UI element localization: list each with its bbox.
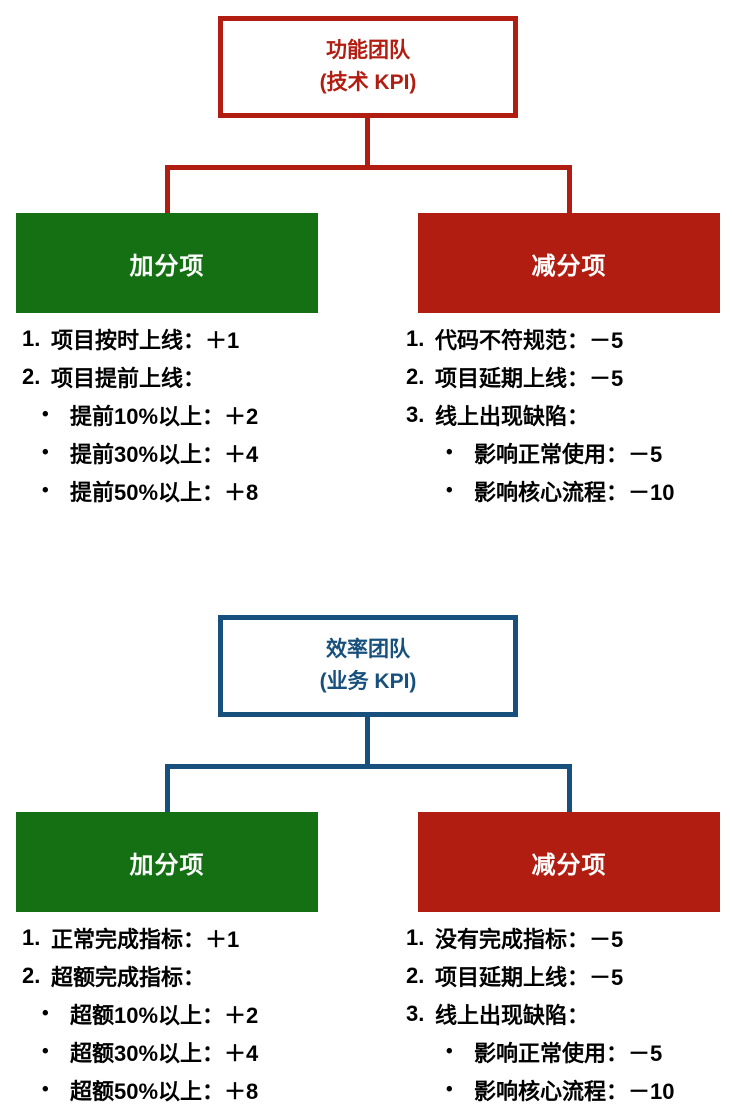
item-text: 影响核心流程：－10 [474,1079,675,1104]
root-title-line1: 功能团队 [326,39,410,62]
bullet-icon: • [446,1079,453,1100]
item-number: 2. [406,364,425,389]
item-text: 提前30%以上：＋4 [70,442,259,467]
bullet-icon: • [42,480,49,501]
item-text: 项目提前上线： [51,366,206,391]
list-item: 2. 项目延期上线：－5 [400,957,732,995]
list-item: 3. 线上出现缺陷： [400,995,732,1033]
list-item: 2. 项目延期上线：－5 [400,358,732,396]
list-item: • 提前30%以上：＋4 [16,434,384,472]
connector-horizontal-bar [165,764,572,769]
bullet-icon: • [42,1079,49,1100]
item-text: 项目按时上线：＋1 [51,328,240,353]
item-text: 项目延期上线：－5 [435,965,624,990]
list-item: • 影响核心流程：－10 [400,472,732,510]
bullet-icon: • [42,404,49,425]
connector-left-drop [165,764,170,812]
root-title-line2: (业务 KPI) [319,670,417,693]
connector-left-drop [165,165,170,213]
connector-horizontal-bar [165,165,572,170]
item-number: 1. [22,326,41,351]
list-item: • 超额50%以上：＋8 [16,1071,384,1104]
item-text: 影响正常使用：－5 [474,442,663,467]
list-item: 2. 项目提前上线： [16,358,384,396]
item-text: 正常完成指标：＋1 [51,927,240,952]
item-number: 1. [406,326,425,351]
list-item: • 影响正常使用：－5 [400,1033,732,1071]
list-item: • 超额30%以上：＋4 [16,1033,384,1071]
connector-root-stem [365,717,370,769]
list-item: • 影响核心流程：－10 [400,1071,732,1104]
item-number: 3. [406,402,425,427]
list-item: • 提前10%以上：＋2 [16,396,384,434]
penalty-node: 减分项 [418,812,720,912]
root-title-line2: (技术 KPI) [319,71,417,94]
item-number: 1. [22,925,41,950]
item-text: 超额完成指标： [51,965,206,990]
tech-team-root-node: 功能团队 (技术 KPI) [218,16,518,118]
list-item: • 超额10%以上：＋2 [16,995,384,1033]
item-text: 项目延期上线：－5 [435,366,624,391]
list-item: 2. 超额完成指标： [16,957,384,995]
item-text: 超额30%以上：＋4 [70,1041,259,1066]
penalty-list: 1. 代码不符规范：－5 2. 项目延期上线：－5 3. 线上出现缺陷： • 影响正常使用：－… [400,320,732,510]
list-item: 1. 项目按时上线：＋1 [16,320,384,358]
list-item: 1. 正常完成指标：＋1 [16,919,384,957]
bullet-icon: • [42,442,49,463]
penalty-list: 1. 没有完成指标：－5 2. 项目延期上线：－5 3. 线上出现缺陷： • 影响正常使用：－… [400,919,732,1104]
item-number: 2. [22,963,41,988]
item-number: 2. [22,364,41,389]
root-title-line1: 效率团队 [326,638,410,661]
connector-right-drop [567,165,572,213]
connector-right-drop [567,764,572,812]
list-item: • 影响正常使用：－5 [400,434,732,472]
list-item: 3. 线上出现缺陷： [400,396,732,434]
item-text: 没有完成指标：－5 [435,927,624,952]
bullet-icon: • [446,442,453,463]
item-number: 3. [406,1001,425,1026]
business-kpi-tree: 效率团队 (业务 KPI) 加分项 减分项 1. 正常完成指标：＋1 2. 超额完成指… [0,599,732,1104]
business-team-root-node: 效率团队 (业务 KPI) [218,615,518,717]
item-text: 超额10%以上：＋2 [70,1003,259,1028]
bullet-icon: • [446,1041,453,1062]
bonus-node: 加分项 [16,812,318,912]
list-item: • 提前50%以上：＋8 [16,472,384,510]
item-text: 线上出现缺陷： [435,404,590,429]
connector-root-stem [365,118,370,170]
item-text: 线上出现缺陷： [435,1003,590,1028]
list-item: 1. 没有完成指标：－5 [400,919,732,957]
item-text: 超额50%以上：＋8 [70,1079,259,1104]
item-number: 2. [406,963,425,988]
bonus-node: 加分项 [16,213,318,313]
item-text: 代码不符规范：－5 [435,328,624,353]
item-number: 1. [406,925,425,950]
bullet-icon: • [446,480,453,501]
item-text: 提前50%以上：＋8 [70,480,259,505]
tech-kpi-tree: 功能团队 (技术 KPI) 加分项 减分项 1. 项目按时上线：＋1 2. 项目提前上… [16,16,732,510]
item-text: 影响正常使用：－5 [474,1041,663,1066]
list-item: 1. 代码不符规范：－5 [400,320,732,358]
bullet-icon: • [42,1041,49,1062]
bullet-icon: • [42,1003,49,1024]
item-text: 提前10%以上：＋2 [70,404,259,429]
item-text: 影响核心流程：－10 [474,480,675,505]
penalty-node: 减分项 [418,213,720,313]
